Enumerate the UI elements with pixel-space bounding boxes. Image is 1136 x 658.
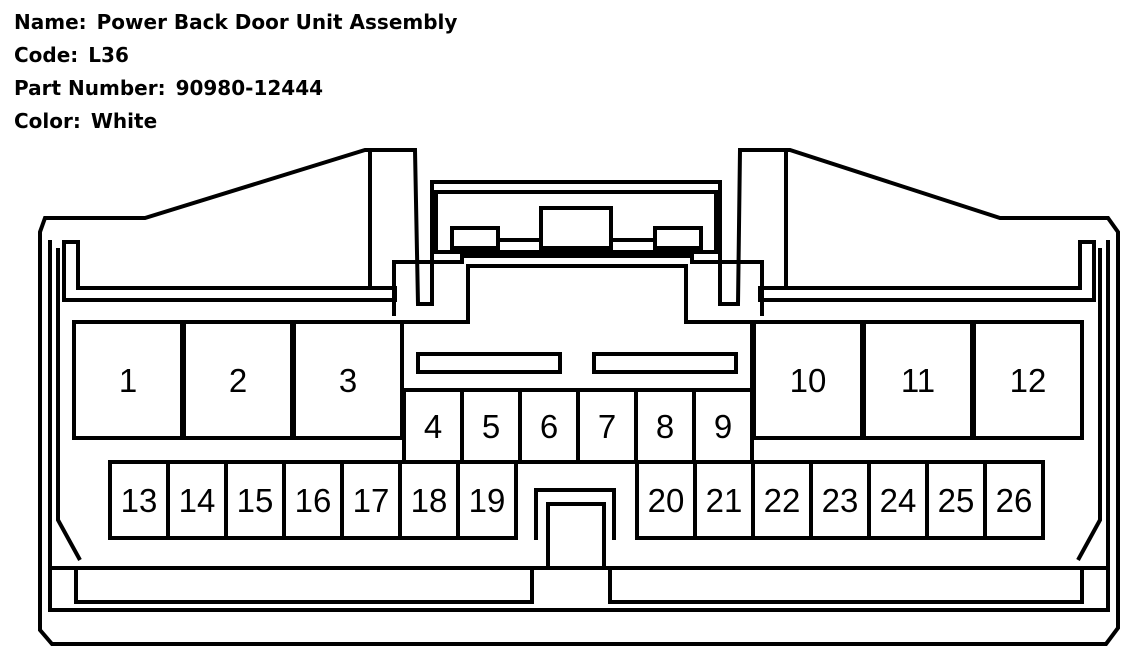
pin-label-18: 18 xyxy=(411,482,448,519)
pin-label-7: 7 xyxy=(598,408,616,445)
pin-label-25: 25 xyxy=(938,482,975,519)
pin-cavity-11 xyxy=(862,320,974,440)
part-number-row: Part Number: 90980-12444 xyxy=(14,72,457,105)
connector-housing xyxy=(38,148,1120,646)
pin-cavity-21 xyxy=(693,460,755,540)
pin-label-4: 4 xyxy=(424,408,442,445)
pin-label-8: 8 xyxy=(656,408,674,445)
pin-cavity-18 xyxy=(398,460,460,540)
top-lock-button xyxy=(539,206,613,250)
name-value: Power Back Door Unit Assembly xyxy=(96,10,458,34)
pin-cavity-20 xyxy=(635,460,697,540)
pin-cavity-12 xyxy=(972,320,1084,440)
name-row: Name: Power Back Door Unit Assembly xyxy=(14,6,457,39)
pin-cavity-19 xyxy=(456,460,518,540)
pin-cavity-7 xyxy=(576,388,638,464)
slot-left xyxy=(416,352,562,374)
pin-cavity-16 xyxy=(282,460,344,540)
pin-cavity-3 xyxy=(292,320,404,440)
code-value: L36 xyxy=(88,43,129,67)
color-row: Color: White xyxy=(14,105,457,138)
pin-label-13: 13 xyxy=(121,482,158,519)
pin-cavity-26 xyxy=(983,460,1045,540)
pin-label-6: 6 xyxy=(540,408,558,445)
pin-cavity-8 xyxy=(634,388,696,464)
center-recess-inner xyxy=(400,264,754,388)
pin-label-19: 19 xyxy=(469,482,506,519)
pin-cavity-22 xyxy=(751,460,813,540)
pin-cavity-15 xyxy=(224,460,286,540)
code-row: Code: L36 xyxy=(14,39,457,72)
housing-outline xyxy=(38,148,1120,646)
pin-label-11: 11 xyxy=(901,362,935,399)
part-number-label: Part Number: xyxy=(14,76,166,100)
bottom-key-inner xyxy=(546,502,606,568)
connector-info: Name: Power Back Door Unit Assembly Code:… xyxy=(14,6,457,138)
pin-cavity-14 xyxy=(166,460,228,540)
pin-label-23: 23 xyxy=(822,482,859,519)
color-value: White xyxy=(90,109,158,133)
pin-label-5: 5 xyxy=(482,408,500,445)
housing-inner-outline xyxy=(48,240,1110,612)
pin-label-9: 9 xyxy=(714,408,732,445)
top-lock-tab-left xyxy=(450,226,500,250)
name-label: Name: xyxy=(14,10,87,34)
pin-label-16: 16 xyxy=(295,482,332,519)
part-number-value: 90980-12444 xyxy=(175,76,324,100)
pin-label-24: 24 xyxy=(880,482,917,519)
pin-cavity-23 xyxy=(809,460,871,540)
pin-label-20: 20 xyxy=(648,482,685,519)
pin-cavity-25 xyxy=(925,460,987,540)
pin-label-14: 14 xyxy=(179,482,216,519)
slot-right xyxy=(592,352,738,374)
pin-label-21: 21 xyxy=(706,482,743,519)
left-side-rib xyxy=(56,248,82,561)
code-label: Code: xyxy=(14,43,79,67)
right-latch xyxy=(758,240,1096,302)
left-latch xyxy=(62,240,397,302)
pin-label-1: 1 xyxy=(119,362,137,399)
pin-label-2: 2 xyxy=(229,362,247,399)
pin-label-26: 26 xyxy=(996,482,1033,519)
pin-cavity-24 xyxy=(867,460,929,540)
bottom-rail-inner xyxy=(74,568,1084,604)
center-recess xyxy=(392,254,764,316)
pin-label-22: 22 xyxy=(764,482,801,519)
right-side-rib xyxy=(1076,248,1102,561)
pin-label-15: 15 xyxy=(237,482,274,519)
bottom-key xyxy=(534,488,616,540)
pin-label-3: 3 xyxy=(339,362,357,399)
pin-label-10: 10 xyxy=(790,362,827,399)
pin-label-12: 12 xyxy=(1010,362,1047,399)
pin-cavity-9 xyxy=(692,388,754,464)
top-lock xyxy=(434,190,718,254)
top-lock-tab-right xyxy=(653,226,703,250)
color-label: Color: xyxy=(14,109,81,133)
pin-label-17: 17 xyxy=(353,482,390,519)
